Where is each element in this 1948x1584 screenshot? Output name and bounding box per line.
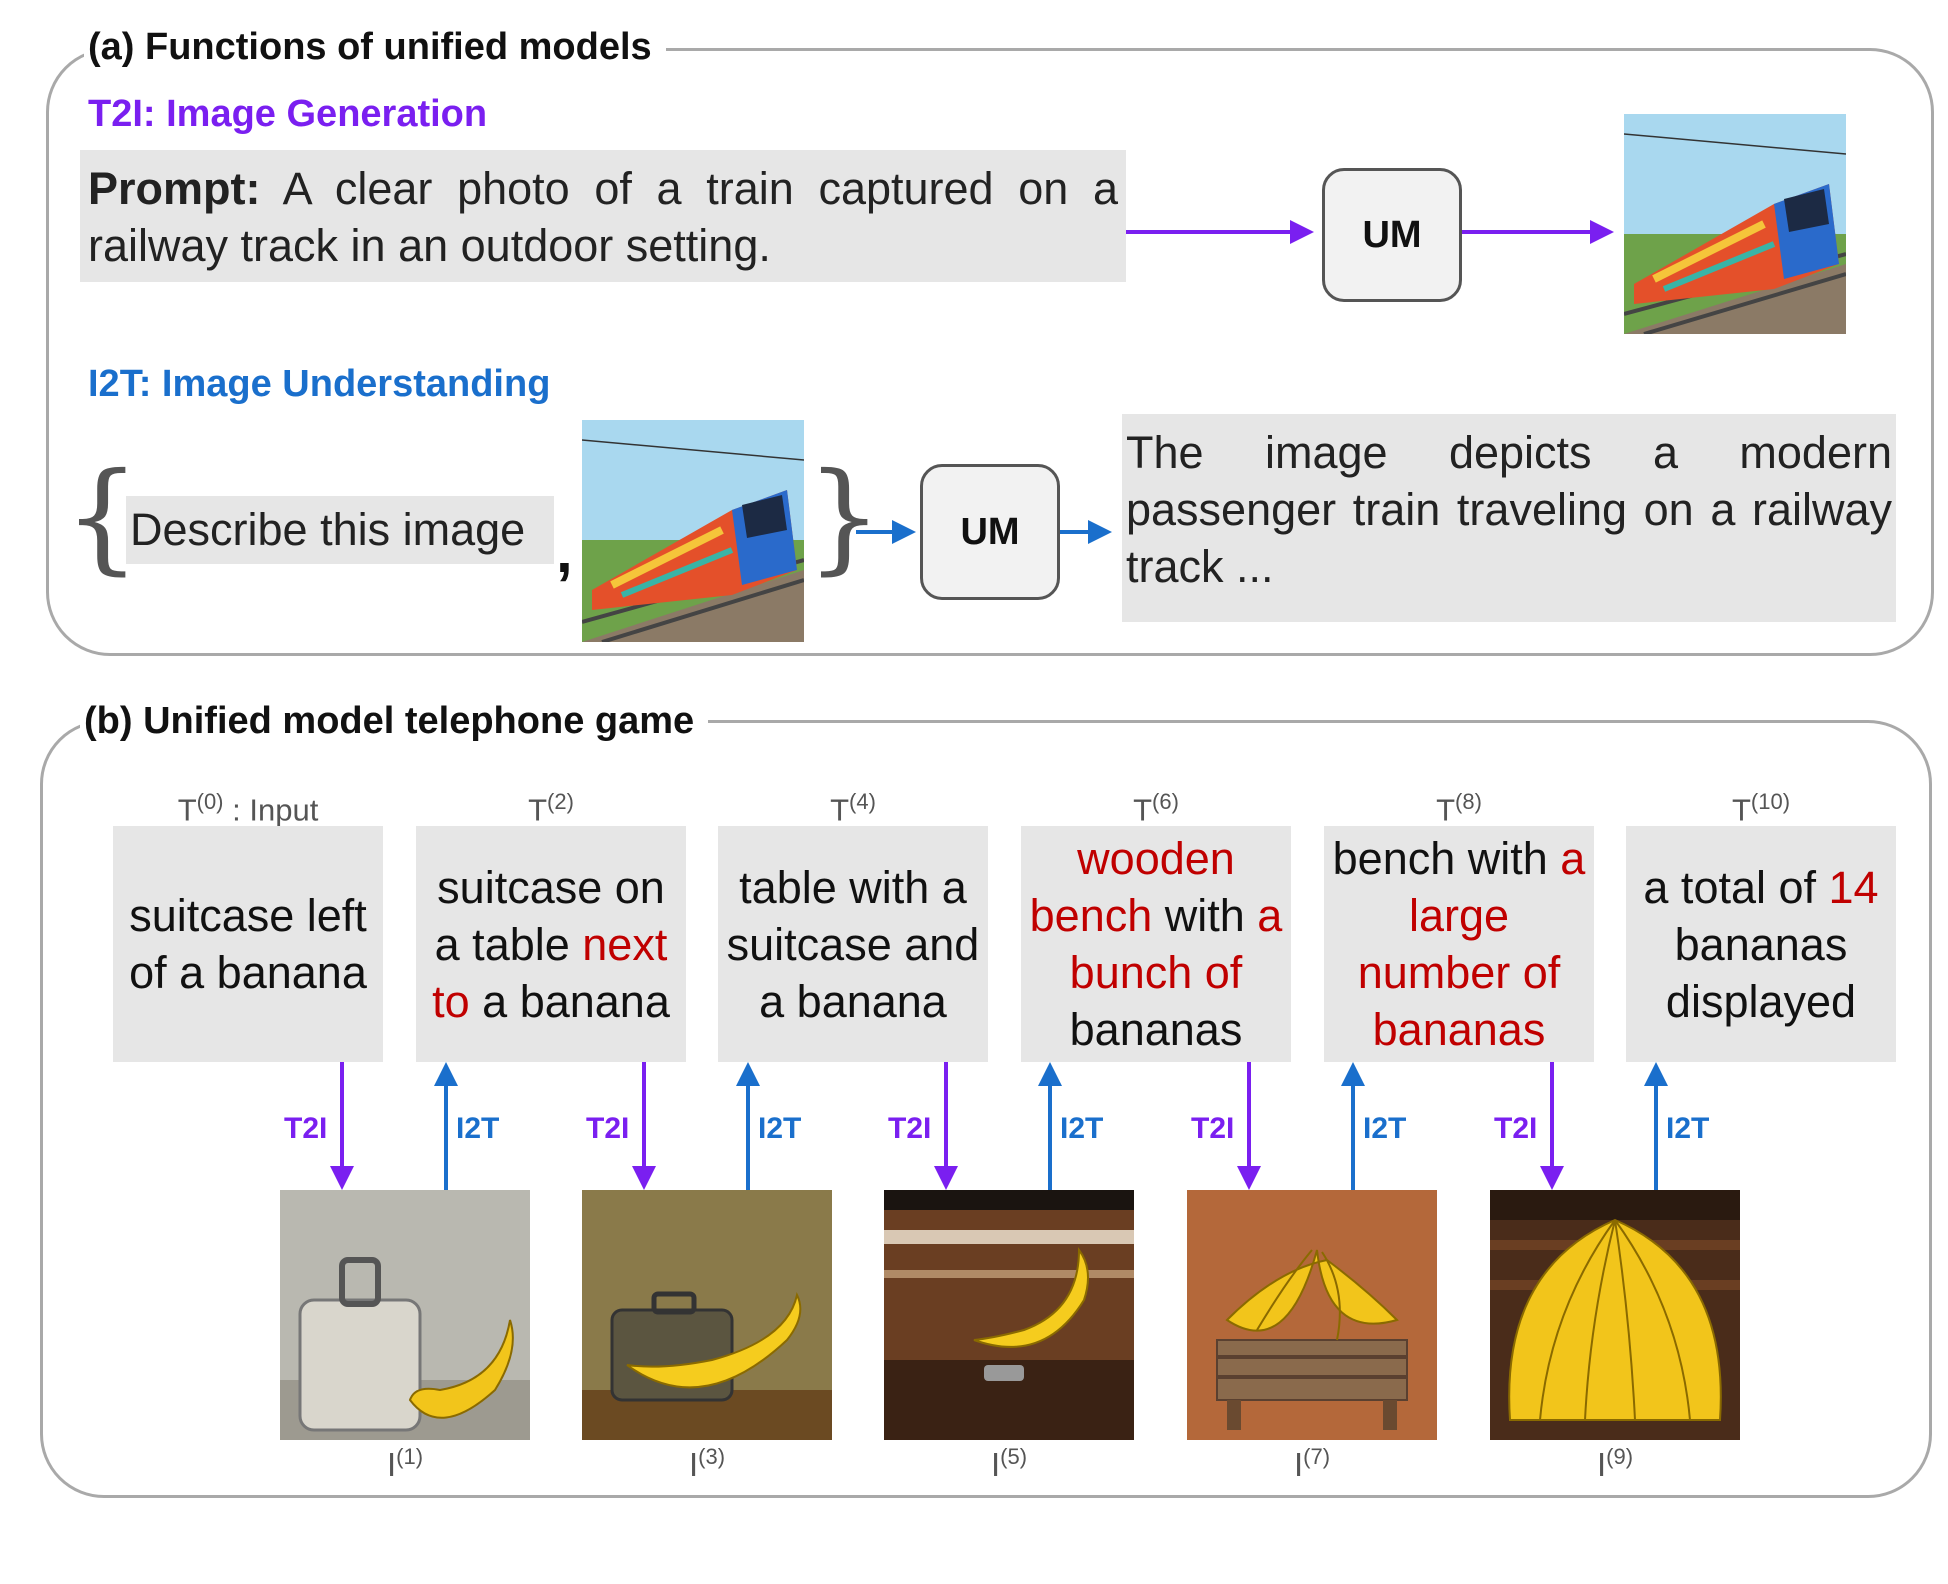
- i2t-heading: I2T: Image Understanding: [88, 363, 551, 405]
- input-train-image: [582, 420, 804, 642]
- changed-text: 14: [1828, 861, 1879, 913]
- generated-image: [1187, 1190, 1437, 1440]
- text-node-label: T(8): [1324, 784, 1594, 828]
- prompt-box: Prompt: A clear photo of a train capture…: [80, 150, 1126, 282]
- text-node-content: suitcase on a table next to a banana: [416, 859, 686, 1030]
- text-node-content: a total of 14 bananas displayed: [1626, 859, 1896, 1030]
- panel-a-title: (a) Functions of unified models: [84, 24, 666, 70]
- text-node-box: wooden bench with a bunch of bananas: [1021, 826, 1291, 1062]
- text-node-box: suitcase on a table next to a banana: [416, 826, 686, 1062]
- text-node-label: T(4): [718, 784, 988, 828]
- text-fragment: suitcase left of a banana: [129, 890, 367, 998]
- text-fragment: bench with: [1332, 833, 1561, 884]
- image-node-index: (3): [698, 1444, 726, 1469]
- text-node-content: bench with a large number of bananas: [1324, 830, 1594, 1058]
- changed-text: wooden bench: [1029, 833, 1235, 941]
- image-node-index: (1): [396, 1444, 424, 1469]
- generated-image: [582, 1190, 832, 1440]
- generated-image: [884, 1190, 1134, 1440]
- text-node-index: (0): [196, 789, 224, 814]
- text-fragment: bananas: [1069, 1004, 1243, 1055]
- text-fragment: bananas displayed: [1665, 918, 1857, 1027]
- i2t-label: I2T: [456, 1112, 500, 1145]
- text-node-content: table with a suitcase and a banana: [718, 859, 988, 1030]
- text-node-symbol: T: [528, 792, 548, 828]
- t2i-label: T2I: [1494, 1112, 1538, 1145]
- image-node-label: I(1): [280, 1444, 530, 1484]
- prompt-label: Prompt:: [88, 163, 261, 214]
- text-node-content: wooden bench with a bunch of bananas: [1021, 830, 1291, 1058]
- text-node-symbol: T: [830, 792, 850, 828]
- t2i-heading: T2I: Image Generation: [88, 93, 488, 135]
- um-box-i2t: UM: [920, 464, 1060, 600]
- image-node-symbol: I: [1293, 1446, 1304, 1483]
- image-node-symbol: I: [386, 1446, 397, 1483]
- text-node-symbol: T: [1133, 792, 1153, 828]
- text-fragment: with: [1152, 890, 1258, 941]
- text-node-box: bench with a large number of bananas: [1324, 826, 1594, 1062]
- text-node-index: (4): [849, 789, 876, 814]
- changed-text: a bunch of: [1069, 890, 1283, 998]
- t2i-label: T2I: [1191, 1112, 1235, 1145]
- text-node-symbol: T: [1436, 792, 1456, 828]
- i2t-label: I2T: [1666, 1112, 1710, 1145]
- panel-b-title: (b) Unified model telephone game: [80, 698, 709, 744]
- generated-image: [1490, 1190, 1740, 1440]
- text-node-label: T(0) : Input: [113, 784, 383, 828]
- text-node-box: a total of 14 bananas displayed: [1626, 826, 1896, 1062]
- i2t-label: I2T: [758, 1112, 802, 1145]
- t2i-label: T2I: [284, 1112, 328, 1145]
- image-node-index: (5): [1000, 1444, 1028, 1469]
- image-node-symbol: I: [688, 1446, 699, 1483]
- text-node-symbol: T: [1731, 792, 1751, 828]
- response-box: The image depicts a modern passenger tra…: [1122, 414, 1896, 622]
- text-node-index: (6): [1152, 789, 1179, 814]
- i2t-label: I2T: [1363, 1112, 1407, 1145]
- text-fragment: suitcase on a table: [434, 861, 665, 970]
- panel-a-frame: [46, 48, 1934, 656]
- prompt-text: A clear photo of a train captured on a r…: [88, 163, 1118, 271]
- t2i-label: T2I: [888, 1112, 932, 1145]
- text-node-index: (8): [1455, 789, 1482, 814]
- text-node-box: table with a suitcase and a banana: [718, 826, 988, 1062]
- describe-box: Describe this image: [126, 496, 554, 564]
- panel-b-frame: [40, 720, 1932, 1498]
- text-node-symbol: T: [177, 792, 197, 828]
- changed-text: next to: [432, 918, 668, 1027]
- um-box-t2i: UM: [1322, 168, 1462, 302]
- text-fragment: a total of: [1643, 861, 1829, 913]
- image-node-index: (7): [1303, 1444, 1331, 1469]
- image-node-symbol: I: [990, 1446, 1001, 1483]
- right-brace: }: [806, 448, 883, 587]
- i2t-label: I2T: [1060, 1112, 1104, 1145]
- text-node-label: T(10): [1626, 784, 1896, 828]
- changed-text: a large number of bananas: [1357, 833, 1586, 1055]
- image-node-label: I(5): [884, 1444, 1134, 1484]
- text-node-label: T(6): [1021, 784, 1291, 828]
- t2i-arrow-in: [856, 220, 1614, 544]
- image-node-index: (9): [1606, 1444, 1634, 1469]
- comma: ,: [556, 518, 573, 585]
- generated-image: [280, 1190, 530, 1440]
- text-fragment: a banana: [469, 975, 670, 1027]
- generated-train-image: [1624, 114, 1846, 334]
- image-node-symbol: I: [1596, 1446, 1607, 1483]
- text-node-index: (2): [547, 789, 574, 814]
- text-fragment: table with a suitcase and a banana: [726, 861, 980, 1027]
- image-node-label: I(9): [1490, 1444, 1740, 1484]
- text-node-content: suitcase left of a banana: [113, 887, 383, 1001]
- image-node-label: I(3): [582, 1444, 832, 1484]
- input-suffix: : Input: [223, 792, 319, 828]
- text-node-label: T(2): [416, 784, 686, 828]
- image-node-label: I(7): [1187, 1444, 1437, 1484]
- text-node-index: (10): [1750, 789, 1791, 814]
- text-node-box: suitcase left of a banana: [113, 826, 383, 1062]
- t2i-label: T2I: [586, 1112, 630, 1145]
